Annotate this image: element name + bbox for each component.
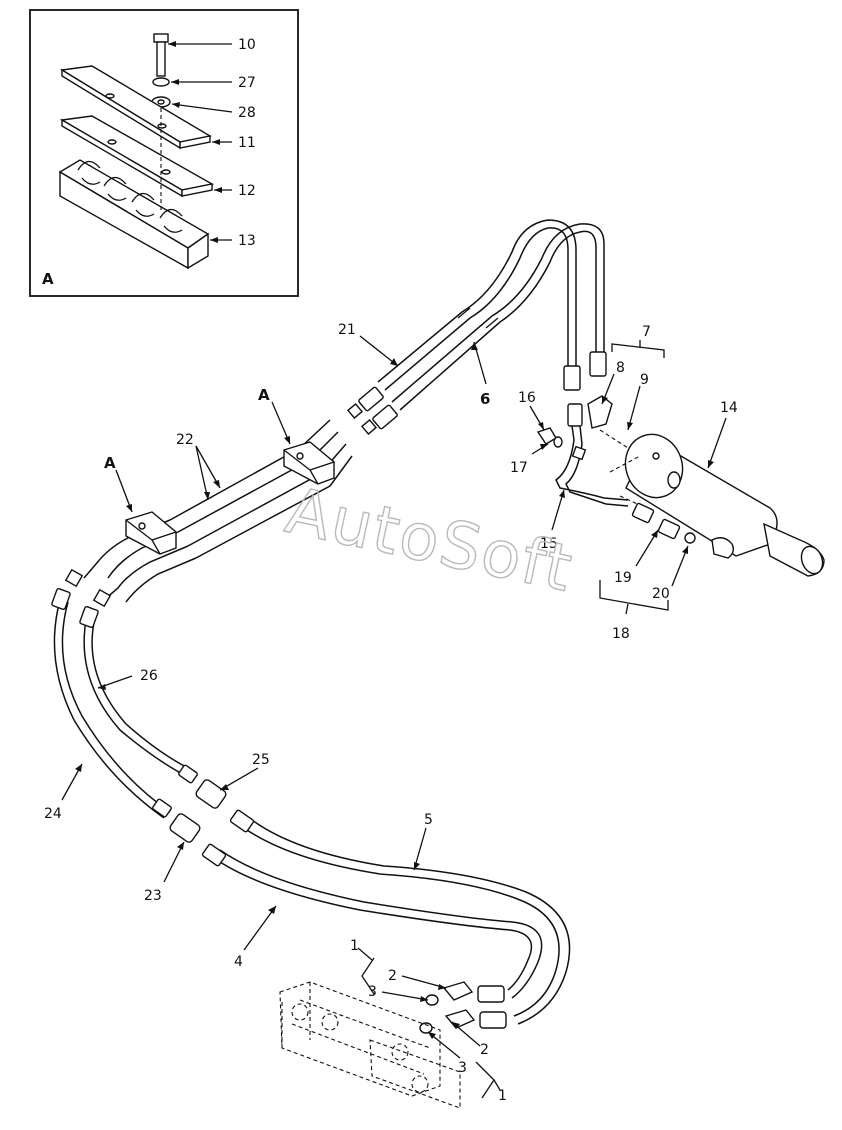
callout-8: 8 — [616, 360, 625, 376]
inset-callout-10: 10 — [238, 37, 256, 53]
callout-5: 5 — [424, 812, 433, 828]
autosoft-watermark: AutoSoft — [280, 474, 580, 607]
tube-clamp-lower — [125, 511, 177, 555]
hydraulic-cylinder-14 — [599, 429, 825, 577]
view-ref-a-upper: A — [258, 386, 270, 404]
callout-23: 23 — [144, 888, 162, 904]
plate-11 — [59, 65, 212, 150]
callout-16: 16 — [518, 390, 536, 406]
callout-9: 9 — [640, 372, 649, 388]
callout-14: 14 — [720, 400, 738, 416]
callout-6: 6 — [480, 390, 490, 408]
valve-block — [279, 981, 461, 1109]
inset-detail-a: 10 27 28 11 12 13 A — [29, 9, 299, 297]
bolt-10 — [153, 33, 169, 77]
hose-fittings — [51, 351, 613, 1034]
callout-3-upper: 3 — [368, 984, 377, 1000]
inset-callout-11: 11 — [238, 135, 256, 151]
fitting-19-20 — [631, 502, 696, 544]
callout-labels: 21 6 A A 22 7 8 9 14 16 17 15 19 20 18 2… — [44, 322, 738, 1104]
inset-view-label: A — [42, 270, 54, 288]
callout-4: 4 — [234, 954, 243, 970]
callout-21: 21 — [338, 322, 356, 338]
callout-19: 19 — [614, 570, 632, 586]
callout-leaders — [61, 335, 727, 1099]
inset-callout-28: 28 — [238, 105, 256, 121]
callout-2-lower: 2 — [480, 1042, 489, 1058]
callout-17: 17 — [510, 460, 528, 476]
callout-15: 15 — [540, 536, 558, 552]
inset-callout-13: 13 — [238, 233, 256, 249]
washer-27 — [152, 77, 170, 87]
inset-callout-12: 12 — [238, 183, 256, 199]
callout-20: 20 — [652, 586, 670, 602]
callout-26: 26 — [140, 668, 158, 684]
callout-18: 18 — [612, 626, 630, 642]
callout-1-upper: 1 — [350, 938, 359, 954]
view-ref-a-lower: A — [104, 454, 116, 472]
callout-24: 24 — [44, 806, 62, 822]
inset-leaders — [168, 41, 233, 243]
fitting-16-17 — [536, 427, 563, 448]
inset-callout-27: 27 — [238, 75, 256, 91]
callout-2-upper: 2 — [388, 968, 397, 984]
plate-12 — [59, 115, 214, 198]
callout-25: 25 — [252, 752, 270, 768]
tube-15 — [555, 425, 629, 507]
callout-3-lower: 3 — [458, 1060, 467, 1076]
hose-runs — [53, 219, 605, 1025]
callout-1-lower: 1 — [498, 1088, 507, 1104]
tube-clamp-upper — [283, 441, 335, 485]
clamp-block-13 — [58, 159, 210, 270]
callout-22: 22 — [176, 432, 194, 448]
callout-7: 7 — [642, 324, 651, 340]
